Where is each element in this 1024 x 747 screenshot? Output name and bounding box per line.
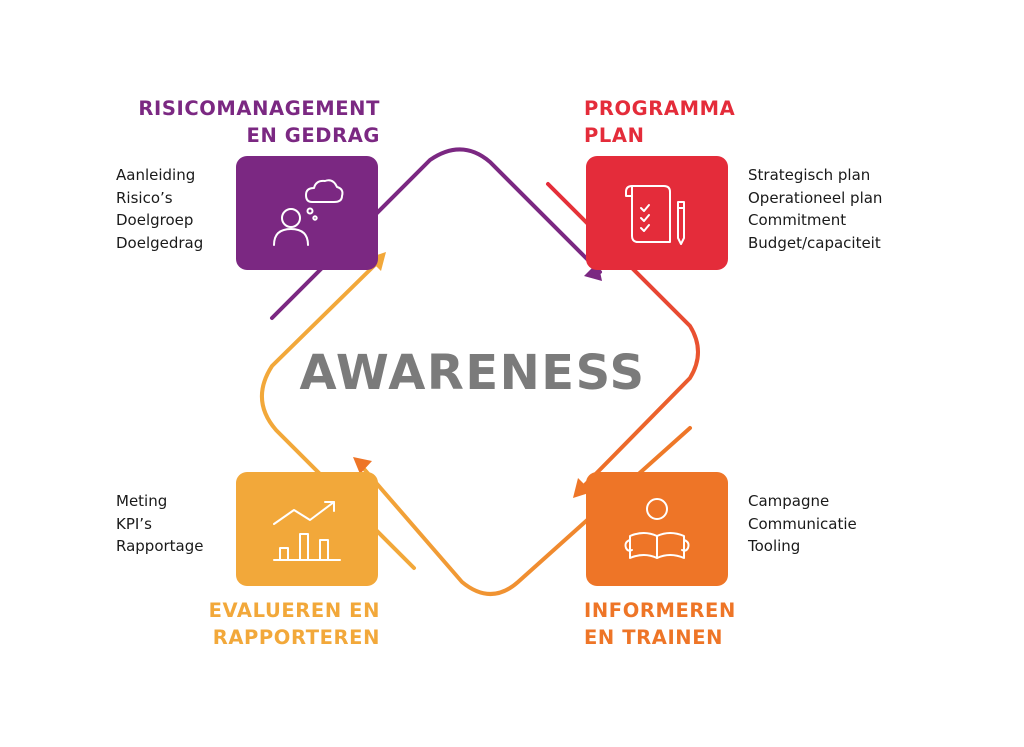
center-label: AWARENESS bbox=[299, 345, 646, 401]
list-item: Strategisch plan bbox=[748, 166, 871, 184]
phase-title-inform: INFORMEREN EN TRAINEN bbox=[584, 597, 736, 651]
left-segment bbox=[259, 256, 416, 570]
person-thought-icon bbox=[273, 179, 344, 246]
item-list-inform: Campagne Communicatie Tooling bbox=[748, 490, 857, 558]
list-item: Meting bbox=[116, 492, 168, 510]
list-item: Budget/capaciteit bbox=[748, 233, 881, 252]
list-item: Doelgedrag bbox=[116, 233, 204, 252]
tile-evaluate bbox=[236, 472, 378, 586]
checklist-pencil-icon bbox=[625, 185, 685, 245]
phase-title-line: RAPPORTEREN bbox=[212, 626, 380, 649]
list-item: Doelgroep bbox=[116, 211, 194, 229]
phase-title-line: EN TRAINEN bbox=[584, 626, 724, 649]
phase-title-line: PLAN bbox=[584, 124, 645, 147]
bar-chart-trend-icon bbox=[273, 501, 341, 561]
phase-title-risk: RISICOMANAGEMENT EN GEDRAG bbox=[130, 95, 380, 149]
phase-title-plan: PROGRAMMA PLAN bbox=[584, 95, 735, 149]
list-item: Risico’s bbox=[116, 188, 173, 207]
phase-title-line: INFORMEREN bbox=[584, 599, 736, 622]
bottom-segment bbox=[356, 426, 692, 596]
list-item: Campagne bbox=[748, 492, 830, 510]
list-item: Aanleiding bbox=[116, 166, 196, 184]
top-segment bbox=[270, 147, 602, 320]
tile-risk bbox=[236, 156, 378, 270]
tile-plan bbox=[586, 156, 728, 270]
person-reading-icon bbox=[624, 498, 690, 559]
list-item: Communicatie bbox=[748, 514, 857, 533]
item-list-plan: Strategisch plan Operationeel plan Commi… bbox=[748, 164, 882, 254]
list-item: Rapportage bbox=[116, 537, 204, 555]
list-item: Tooling bbox=[748, 537, 801, 555]
list-item: Commitment bbox=[748, 211, 847, 229]
item-list-risk: Aanleiding Risico’s Doelgroep Doelgedrag bbox=[116, 164, 203, 254]
list-item: Operationeel plan bbox=[748, 188, 883, 207]
right-segment bbox=[546, 182, 700, 494]
phase-title-evaluate: EVALUEREN EN RAPPORTEREN bbox=[130, 597, 380, 651]
arrowhead-bottom-left bbox=[353, 457, 372, 474]
phase-title-line: PROGRAMMA bbox=[584, 97, 736, 120]
list-item: KPI’s bbox=[116, 514, 152, 533]
item-list-evaluate: Meting KPI’s Rapportage bbox=[116, 490, 204, 558]
phase-title-line: EN GEDRAG bbox=[246, 124, 380, 147]
phase-title-line: EVALUEREN EN bbox=[208, 599, 380, 622]
tile-inform bbox=[586, 472, 728, 586]
phase-title-line: RISICOMANAGEMENT bbox=[138, 97, 380, 120]
